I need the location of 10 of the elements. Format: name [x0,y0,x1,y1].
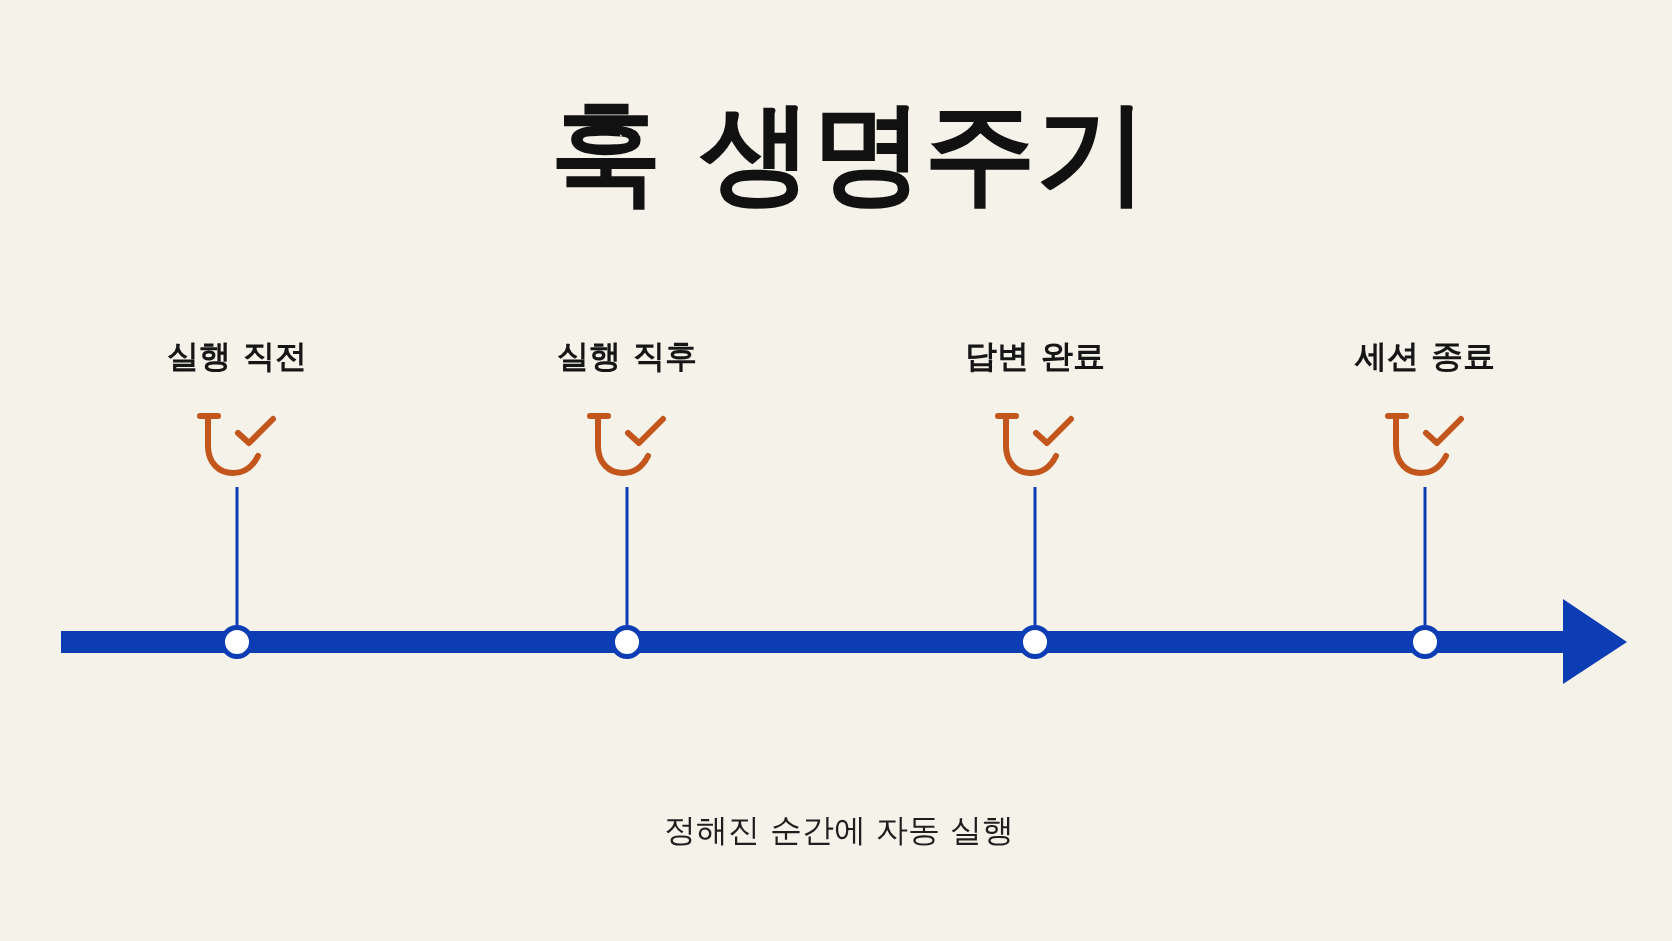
connector-line [625,487,629,625]
milestone-label: 세션 종료 [1355,336,1495,376]
connector-line [235,487,239,625]
connector-line [1033,487,1037,625]
milestone-label: 실행 직후 [557,336,697,376]
title: 훅 생명주기 [549,88,1149,217]
milestone-label: 답변 완료 [965,336,1105,376]
caption: 정해진 순간에 자동 실행 [663,810,1015,850]
connector-line [1423,487,1427,625]
milestone-label: 실행 직전 [167,336,307,376]
